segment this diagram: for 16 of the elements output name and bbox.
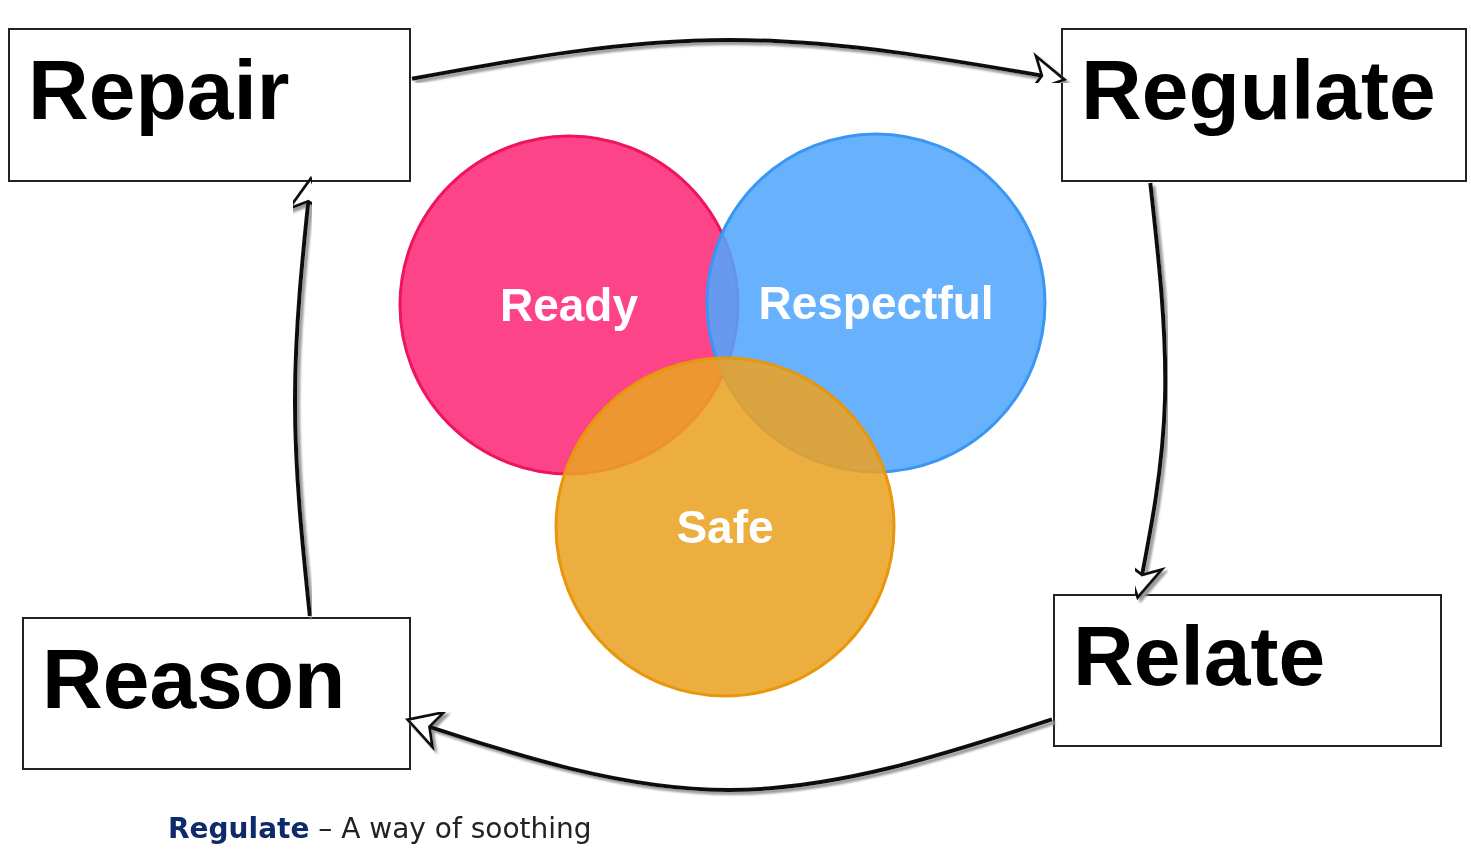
label-box	[8, 28, 411, 182]
label-box	[1061, 28, 1467, 182]
node-label: Repair	[28, 44, 290, 137]
node-label: Ready	[499, 278, 639, 332]
curved-arrow	[406, 710, 1053, 792]
curved-arrow	[411, 38, 1066, 94]
definition-note: Regulate – A way of soothing	[168, 812, 592, 845]
curved-arrow	[1124, 182, 1168, 599]
label-box	[22, 617, 411, 770]
node-label: Relate	[1073, 610, 1326, 703]
node-label: Reason	[42, 633, 346, 726]
node-label: Regulate	[1081, 44, 1436, 137]
label-box	[1053, 594, 1442, 747]
curved-arrow	[287, 177, 328, 617]
node-label: Safe	[676, 500, 774, 554]
node-label: Respectful	[758, 276, 994, 330]
